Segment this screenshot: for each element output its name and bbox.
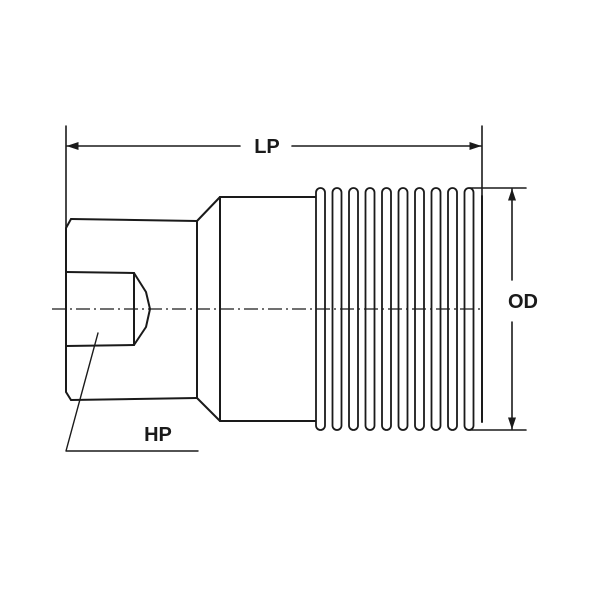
body-top-edge <box>70 218 198 222</box>
left-end-face <box>65 218 72 401</box>
hp-label: HP <box>144 424 172 446</box>
od-label: OD <box>508 291 538 313</box>
od-dimension: OD <box>469 187 538 431</box>
taper-bottom-edge <box>196 397 221 422</box>
pin-bottom-edge <box>65 344 135 347</box>
pin-top-edge <box>65 271 135 274</box>
taper-top-edge <box>196 196 221 222</box>
hp-leader: HP <box>65 332 199 452</box>
lp-label: LP <box>254 136 280 158</box>
body-bottom-edge <box>70 397 198 401</box>
hp-leader-line <box>65 332 199 452</box>
